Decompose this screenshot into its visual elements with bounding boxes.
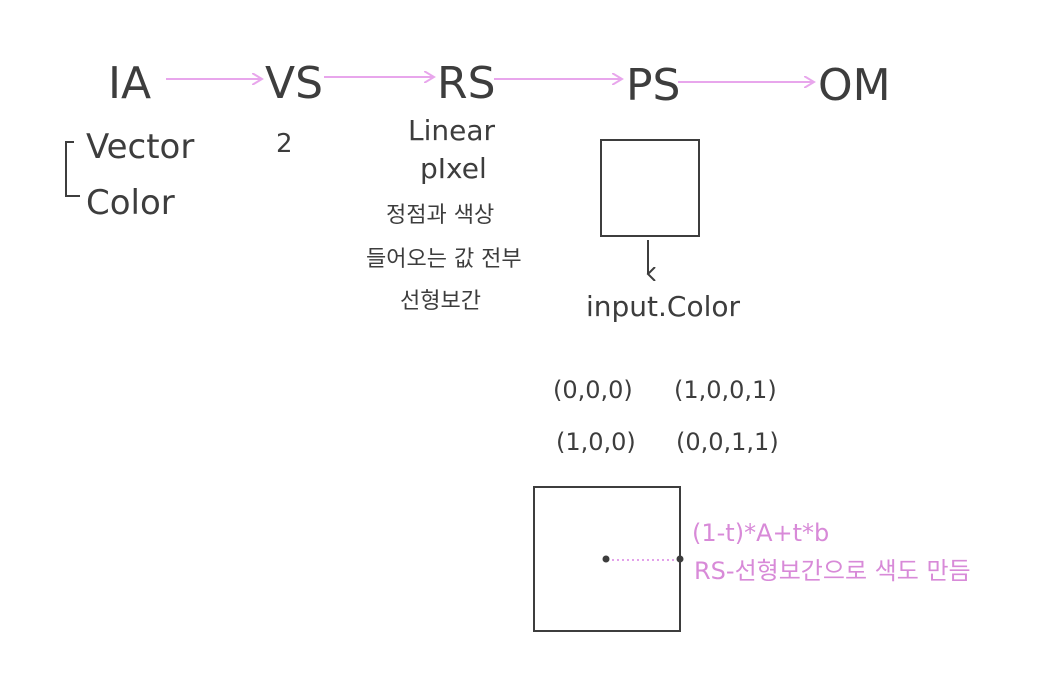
ia-note-vector: Vector <box>86 127 194 167</box>
ia-bracket <box>65 141 80 197</box>
tuple-row1-left: (0,0,0) <box>553 376 633 404</box>
stage-vs: VS <box>265 58 323 109</box>
rs-note-line2: 들어오는 값 전부 <box>366 247 522 272</box>
ps-square <box>600 139 700 237</box>
rs-note-linear: Linear <box>408 114 496 147</box>
stage-rs: RS <box>437 58 496 109</box>
tuple-row1-right: (1,0,0,1) <box>674 376 777 404</box>
ia-note-color: Color <box>86 183 175 223</box>
vs-note: 2 <box>276 129 293 159</box>
interp-caption: RS-선형보간으로 색도 만듬 <box>694 557 971 585</box>
rs-note-pixel: pIxel <box>420 152 487 185</box>
stage-om: OM <box>818 60 891 111</box>
rs-note-line3: 선형보간 <box>400 289 481 314</box>
stage-ia: IA <box>108 58 151 109</box>
interp-point-center <box>602 555 610 563</box>
interp-formula: (1-t)*A+t*b <box>692 519 829 547</box>
stage-ps: PS <box>626 60 680 111</box>
tuple-row2-left: (1,0,0) <box>556 428 636 456</box>
rs-note-line1: 정점과 색상 <box>386 203 494 228</box>
ps-input-color: input.Color <box>586 290 741 323</box>
interp-point-edge <box>676 555 684 563</box>
tuple-row2-right: (0,0,1,1) <box>676 428 779 456</box>
